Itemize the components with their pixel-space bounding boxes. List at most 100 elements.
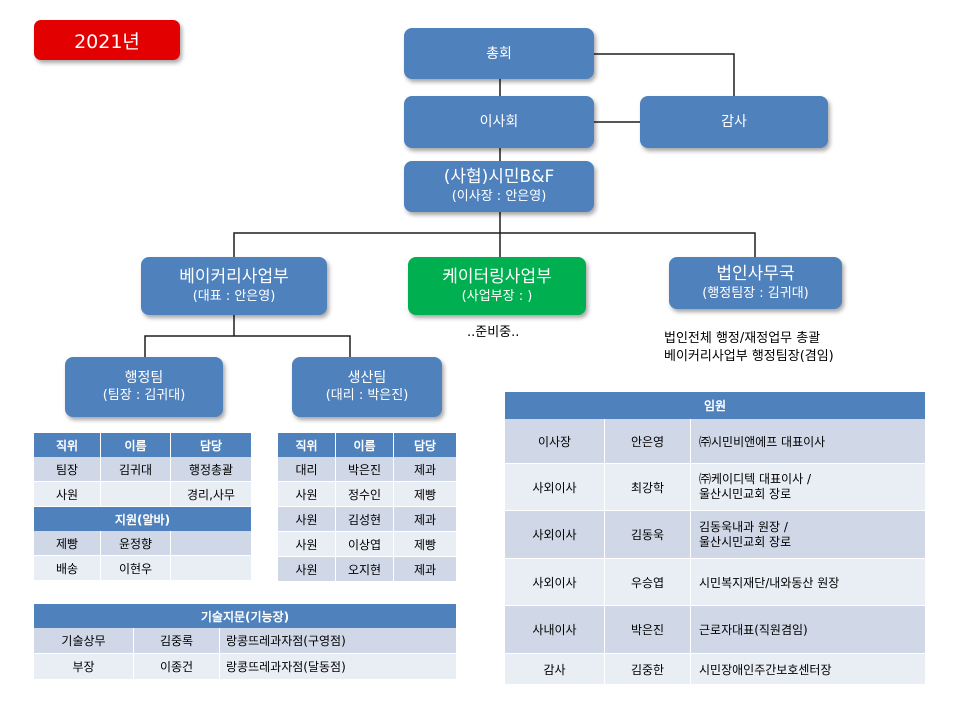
- cell: 안은영: [605, 419, 691, 464]
- cell: 이종건: [134, 654, 220, 680]
- table-row: 팀장 김귀대 행정총괄: [34, 457, 252, 482]
- general-assembly-label: 총회: [486, 45, 512, 62]
- officers-header: 임원: [505, 392, 926, 419]
- table-row: 이사장 안은영 ㈜시민비앤에프 대표이사: [505, 419, 926, 464]
- secretariat-box: 법인사무국 (행정팀장 : 김귀대): [669, 257, 842, 309]
- table-row: 사외이사 최강학 ㈜케이디텍 대표이사 / 울산시민교회 장로: [505, 464, 926, 511]
- table-row: 사원 경리,사무: [34, 482, 252, 507]
- admin-team-box: 행정팀 (팀장 : 김귀대): [65, 357, 223, 417]
- cell: ㈜케이디텍 대표이사 / 울산시민교회 장로: [691, 464, 926, 511]
- col-header: 담당: [171, 433, 252, 457]
- col-header: 직위: [34, 433, 101, 457]
- production-team-box: 생산팀 (대리 : 박은진): [292, 357, 442, 417]
- secretariat-sub: (행정팀장 : 김귀대): [702, 285, 809, 301]
- cell: 사원: [278, 557, 336, 582]
- cell: 제과: [394, 507, 457, 532]
- cell: 사외이사: [505, 464, 605, 511]
- sub-header: 지원(알바): [34, 507, 252, 531]
- cell: 제과: [394, 557, 457, 582]
- admin-team-name: 행정팀: [124, 370, 164, 386]
- cell: 김귀대: [101, 457, 171, 482]
- cell: 이상엽: [336, 532, 394, 557]
- cell: 경리,사무: [171, 482, 252, 507]
- desc-line: 김동욱내과 원장 /: [699, 519, 788, 534]
- col-header: 직위: [278, 433, 336, 457]
- cell: [171, 531, 252, 556]
- audit-label: 감사: [721, 114, 747, 130]
- admin-team-sub: (팀장 : 김귀대): [102, 388, 186, 403]
- table-row: 감사 김중한 시민장애인주간보호센터장: [505, 654, 926, 685]
- cell: 팀장: [34, 457, 101, 482]
- desc-line: 울산시민교회 장로: [699, 534, 792, 549]
- cell: 사내이사: [505, 606, 605, 654]
- cell: 김동욱: [605, 511, 691, 559]
- officers-table: 임원 이사장 안은영 ㈜시민비앤에프 대표이사 사외이사 최강학 ㈜케이디텍 대…: [505, 392, 926, 685]
- cell: 제빵: [394, 532, 457, 557]
- year-badge: 2021년: [34, 20, 180, 60]
- corp-box: (사협)시민B&F (이사장 : 안은영): [404, 161, 594, 212]
- table-row: 사원 정수인 제빵: [278, 482, 457, 507]
- cell: 김성현: [336, 507, 394, 532]
- col-header: 이름: [101, 433, 171, 457]
- cell: 사원: [278, 532, 336, 557]
- production-team-name: 생산팀: [347, 370, 387, 386]
- table-row: 대리 박은진 제과: [278, 457, 457, 482]
- col-header: 이름: [336, 433, 394, 457]
- cell: 최강학: [605, 464, 691, 511]
- secretariat-name: 법인사무국: [716, 263, 795, 284]
- cell: 우승엽: [605, 559, 691, 606]
- cell: 배송: [34, 556, 101, 581]
- table-row: 사원 오지현 제과: [278, 557, 457, 582]
- cell: 근로자대표(직원겸임): [691, 606, 926, 654]
- table-row: 사원 이상엽 제빵: [278, 532, 457, 557]
- bakery-box: 베이커리사업부 (대표 : 안은영): [141, 257, 327, 315]
- table-row: 사내이사 박은진 근로자대표(직원겸임): [505, 606, 926, 654]
- cell: 감사: [505, 654, 605, 685]
- cell: ㈜시민비앤에프 대표이사: [691, 419, 926, 464]
- cell: 사원: [34, 482, 101, 507]
- cell: 제빵: [394, 482, 457, 507]
- table-row: 사원 김성현 제과: [278, 507, 457, 532]
- table-row: 제빵 윤정향: [34, 531, 252, 556]
- cell: 부장: [34, 654, 134, 680]
- desc-line: 울산시민교회 장로: [699, 487, 792, 501]
- cell: 박은진: [336, 457, 394, 482]
- admin-team-table: 직위 이름 담당 팀장 김귀대 행정총괄 사원 경리,사무 지원(알바) 제빵 …: [34, 433, 252, 581]
- bakery-sub: (대표 : 안은영): [192, 288, 276, 304]
- production-team-table: 직위 이름 담당 대리 박은진 제과 사원 정수인 제빵 사원 김성현 제과 사…: [278, 433, 457, 582]
- board-box: 이사회: [404, 96, 594, 148]
- cell: 시민장애인주간보호센터장: [691, 654, 926, 685]
- cell: 기술상무: [34, 628, 134, 654]
- table-row: 기술상무 김중록 랑콩뜨레과자점(구영점): [34, 628, 457, 654]
- cell: 사원: [278, 482, 336, 507]
- corp-name: (사협)시민B&F: [443, 167, 555, 187]
- table-row: 사외이사 김동욱 김동욱내과 원장 / 울산시민교회 장로: [505, 511, 926, 559]
- cell: 제과: [394, 457, 457, 482]
- table-row: 사외이사 우승엽 시민복지재단/내와동산 원장: [505, 559, 926, 606]
- board-label: 이사회: [479, 114, 519, 130]
- cell: 정수인: [336, 482, 394, 507]
- catering-name: 케이터링사업부: [442, 266, 552, 287]
- tech-advisor-table: 기술지문(기능장) 기술상무 김중록 랑콩뜨레과자점(구영점) 부장 이종건 랑…: [34, 604, 457, 680]
- cell: 김동욱내과 원장 / 울산시민교회 장로: [691, 511, 926, 559]
- cell: 사원: [278, 507, 336, 532]
- cell: 제빵: [34, 531, 101, 556]
- cell: 행정총괄: [171, 457, 252, 482]
- general-assembly-box: 총회: [404, 28, 594, 79]
- corp-sub: (이사장 : 안은영): [451, 189, 547, 204]
- secretariat-note-2: 베이커리사업부 행정팀장(겸임): [664, 349, 834, 364]
- cell: 이사장: [505, 419, 605, 464]
- secretariat-note-1: 법인전체 행정/재정업무 총괄: [664, 331, 821, 346]
- table-row: 배송 이현우: [34, 556, 252, 581]
- table-row: 부장 이종건 랑콩뜨레과자점(달동점): [34, 654, 457, 680]
- cell: 이현우: [101, 556, 171, 581]
- col-header: 담당: [394, 433, 457, 457]
- cell: [101, 482, 171, 507]
- catering-note: ..준비중..: [467, 325, 520, 340]
- cell: 사외이사: [505, 559, 605, 606]
- cell: 오지현: [336, 557, 394, 582]
- desc-line: ㈜케이디텍 대표이사 /: [699, 472, 811, 486]
- cell: 시민복지재단/내와동산 원장: [691, 559, 926, 606]
- catering-sub: (사업부장 : ): [461, 288, 533, 304]
